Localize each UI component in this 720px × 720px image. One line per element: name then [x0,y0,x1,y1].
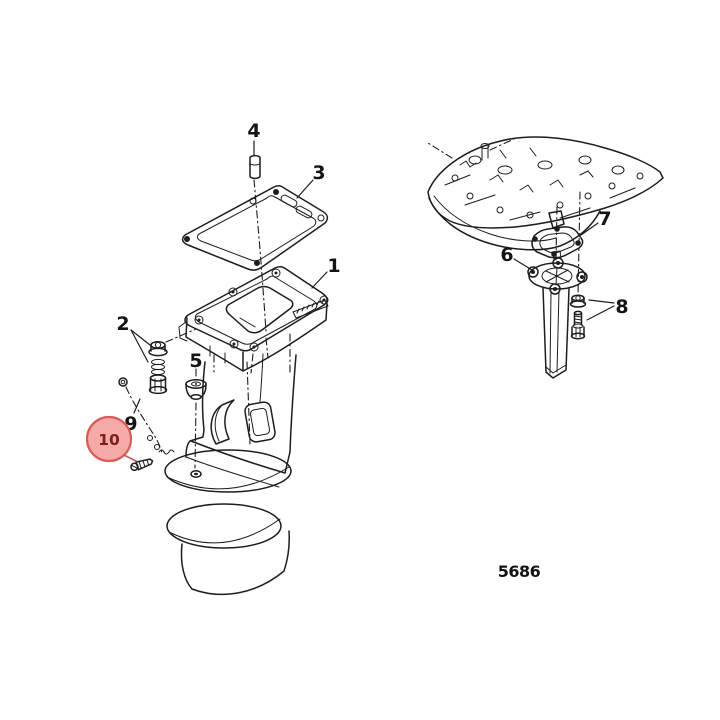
centerline-pin-axis [253,179,269,359]
part-2-nut-bolt-drawing [130,328,197,395]
callout-8: 8 [615,296,628,318]
part-9-speedo-tube-drawing [118,377,175,455]
callout-7: 7 [598,208,611,230]
callout-6: 6 [500,244,513,266]
housing-body-drawing [164,333,297,596]
part-8-nut-bolt-drawing [569,294,615,340]
callout-5: 5 [189,350,202,372]
part-5-grommet-drawing [185,368,207,469]
part-4-dowel-pin-drawing [249,140,261,180]
callout-3: 3 [312,162,325,184]
callout-2: 2 [116,313,129,335]
flange-vent-grill [292,298,329,319]
part-3-gasket-drawing [181,179,329,271]
centerline-grommet-axis [194,402,197,469]
part-10-fitting-drawing [130,458,154,472]
adapter-plate-casting-drawing [427,136,664,251]
flange-bolt-bosses [194,268,329,352]
casting-detail-lines [444,143,644,229]
callout-10[interactable]: 10 [98,431,120,449]
callout-4: 4 [247,120,260,142]
callout-1: 1 [327,255,340,277]
centerline-snout [246,361,251,445]
centerline-bosses [213,353,254,374]
figure-number: 5686 [498,562,541,581]
highlight-leader-line [123,454,137,462]
highlight-hotspot-10[interactable]: 10 [85,415,137,463]
part-6-exhaust-tube-drawing [513,250,588,379]
exhaust-outlet-opening [244,401,276,443]
highlight-circle[interactable] [85,415,133,463]
casting-leader-dashes [427,138,515,159]
